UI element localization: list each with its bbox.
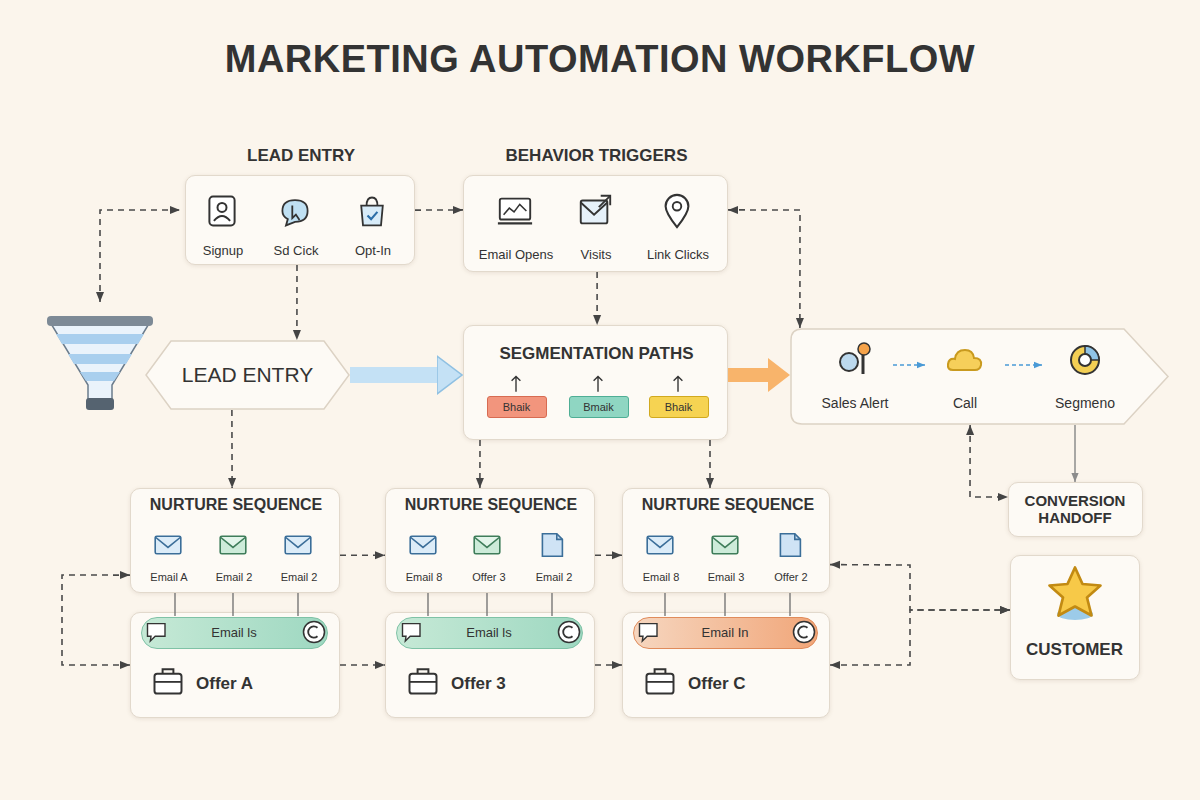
box-text: Email 3	[691, 571, 761, 584]
funnel-stripe	[80, 372, 120, 381]
box-text: Sales Alert	[800, 395, 910, 411]
funnel-body	[50, 322, 150, 408]
shape-outline	[146, 341, 349, 409]
entry-band: LEAD ENTRY	[145, 340, 350, 410]
path-tag: Bhaik	[649, 396, 709, 418]
box-text: Sd Cick	[256, 244, 336, 259]
connector	[231, 410, 233, 488]
box-text: Email 2	[264, 571, 334, 584]
segment-box: SEGMENTATION PATHS Bhaik Bmaik Bhaik	[463, 325, 728, 440]
funnel-spout	[86, 398, 114, 410]
connector	[595, 664, 622, 666]
box-text: LEAD ENTRY	[170, 363, 325, 387]
box-heading: BEHAVIOR TRIGGERS	[464, 146, 729, 166]
connector	[296, 265, 298, 340]
offer-box: Offer 3 Email ls	[385, 612, 595, 718]
box-text: Offer C	[688, 674, 818, 694]
email-pill: Email ls	[141, 617, 328, 649]
shape-outline	[791, 329, 1168, 424]
box-text: Opt-In	[333, 244, 413, 259]
box-text: Segmeno	[1035, 395, 1135, 411]
input-box: LEAD ENTRYSignupSd CickOpt-In	[185, 175, 415, 265]
connector	[830, 565, 1010, 610]
nurture-box: NURTURE SEQUENCE Email 8Email 3Offer 2	[622, 488, 830, 593]
box-text: Email In	[670, 626, 780, 641]
connector	[728, 368, 768, 382]
box-heading: NURTURE SEQUENCE	[623, 496, 833, 514]
path-tag: Bmaik	[569, 396, 629, 418]
connector	[415, 209, 463, 211]
box-text: Email 8	[389, 571, 459, 584]
box-text: Visits	[551, 248, 641, 263]
trigger-box: BEHAVIOR TRIGGERSEmail OpensVisitsLink C…	[463, 175, 728, 272]
box-text: Email 2	[199, 571, 269, 584]
box-text: Offer 3	[454, 571, 524, 584]
box-text: Offer 2	[756, 571, 826, 584]
customer-box: CUSTOMER	[1010, 555, 1140, 680]
box-heading: NURTURE SEQUENCE	[386, 496, 596, 514]
dashed-leader	[100, 210, 180, 302]
handoff-box: CONVERSION HANDOFF	[1008, 482, 1143, 537]
email-pill: Email In	[633, 617, 818, 649]
box-text: Link Clicks	[633, 248, 723, 263]
connector	[830, 610, 1010, 665]
box-text: Call	[925, 395, 1005, 411]
box-text: Offer 3	[451, 674, 581, 694]
box-text: Bmaik	[570, 401, 627, 414]
connector	[728, 210, 800, 328]
connector	[970, 425, 1008, 497]
box-text: Email Opens	[471, 248, 561, 263]
box-text: Email 2	[519, 571, 589, 584]
connector	[62, 575, 130, 665]
offer-box: Offer A Email ls	[130, 612, 340, 718]
connector	[340, 554, 385, 556]
box-heading: NURTURE SEQUENCE	[131, 496, 341, 514]
box-text: Offer A	[196, 674, 326, 694]
funnel-stripe	[56, 334, 144, 344]
box-text: Email ls	[178, 626, 290, 641]
funnel-illustration	[47, 316, 153, 410]
box-text: SEGMENTATION PATHS	[464, 344, 729, 364]
connector	[1074, 425, 1076, 482]
diagram-title: MARKETING AUTOMATION WORKFLOW	[0, 38, 1200, 81]
funnel-rim	[47, 316, 153, 326]
funnel-stripe	[68, 354, 132, 364]
box-text: Email 8	[626, 571, 696, 584]
connector	[595, 554, 622, 556]
path-tag: Bhaik	[487, 396, 547, 418]
nurture-box: NURTURE SEQUENCE Email 8Offer 3Email 2	[385, 488, 595, 593]
connector	[709, 440, 711, 488]
box-heading: LEAD ENTRY	[186, 146, 416, 166]
sales-chevron: Sales Alert Call Segmeno	[790, 328, 1170, 425]
offer-box: Offer C Email In	[622, 612, 830, 718]
box-text: Signup	[183, 244, 263, 259]
box-text: Bhaik	[488, 401, 545, 414]
connector	[596, 272, 598, 325]
box-text: Email A	[134, 571, 204, 584]
connector	[350, 367, 437, 383]
box-text: Bhaik	[650, 401, 707, 414]
connector	[340, 664, 385, 666]
connector	[479, 440, 481, 488]
box-text: CUSTOMER	[1011, 640, 1138, 660]
nurture-box: NURTURE SEQUENCEEmail AEmail 2Email 2	[130, 488, 340, 593]
box-text: CONVERSION HANDOFF	[1009, 492, 1141, 527]
email-pill: Email ls	[396, 617, 583, 649]
box-text: Email ls	[433, 626, 545, 641]
